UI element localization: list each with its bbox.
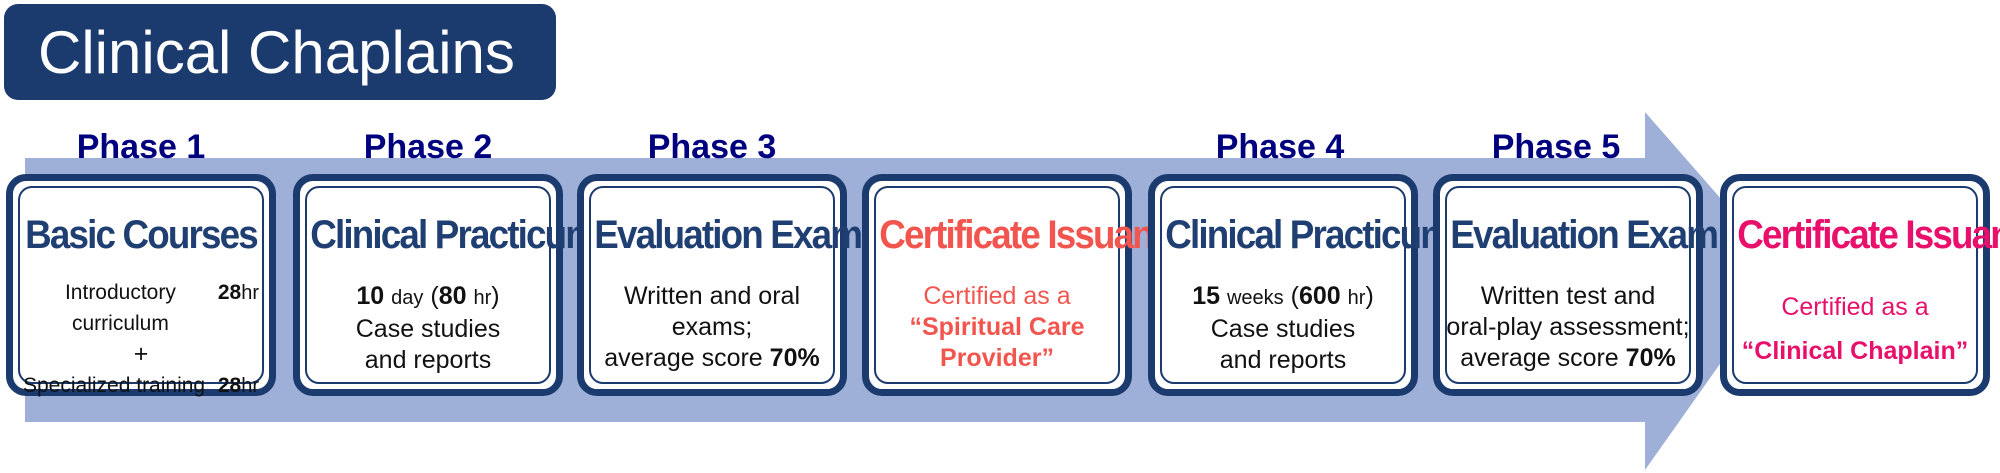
card-evaluation-exam-1: Evaluation Exam I Written and oral exams… (577, 174, 880, 396)
body-line-2: Case studies (355, 315, 501, 343)
score-line: average score 70% (584, 343, 840, 374)
card-title: Certificate Issuance (1737, 213, 2000, 257)
phase-label-4: Phase 4 (1215, 128, 1345, 166)
body-line-3: and reports (364, 346, 492, 374)
course-label: Specialized training (23, 374, 206, 397)
card-inner-border (305, 186, 551, 384)
score-label: average score (604, 344, 763, 372)
duration-hours: 600 (1298, 282, 1341, 310)
hours-unit: hr (241, 375, 259, 397)
phase-label-2: Phase 2 (363, 128, 493, 166)
hours-unit: hr (1347, 287, 1366, 309)
card-inner-border (1160, 186, 1406, 384)
body-line-3: and reports (1219, 346, 1347, 374)
certificate-name: “Clinical Chaplain” (1741, 337, 1969, 365)
score-line: average score 70% (1440, 343, 1696, 374)
card-evaluation-exam-2: Evaluation Exam II Written test and oral… (1433, 174, 1744, 396)
score-value: 70% (769, 344, 820, 372)
page-title: Clinical Chaplains (38, 19, 515, 86)
card-inner-border (874, 186, 1120, 384)
course-label: Introductory curriculum (64, 281, 176, 335)
body-line-2: oral-play assessment; (1446, 313, 1690, 341)
paren-open: ( (1290, 282, 1299, 310)
card-title: Evaluation Exam I (594, 213, 880, 257)
hours-number: 28 (217, 374, 242, 397)
course-row-intro: Introductory curriculum 28hr (13, 277, 269, 339)
card-certificate-clinical-chaplain: Certificate Issuance Certified as a “Cli… (1720, 174, 2000, 396)
paren-close: ) (491, 282, 500, 310)
card-body: 15 weeks (600 hr) Case studies and repor… (1155, 281, 1411, 376)
card-basic-courses: Basic Courses Introductory curriculum 28… (6, 174, 276, 397)
card-inner-border (589, 186, 835, 384)
card-body: Certified as a “Spiritual Care Provider” (869, 281, 1125, 374)
card-certificate-spiritual-care: Certificate Issuance Certified as a “Spi… (862, 174, 1192, 396)
body-line-1: Written test and (1480, 282, 1656, 310)
title-banner: Clinical Chaplains (4, 4, 556, 100)
duration-weeks: 15 (1192, 282, 1221, 310)
card-title: Basic Courses (25, 213, 259, 257)
card-body: 10 day (80 hr) Case studies and reports (300, 281, 556, 376)
body-line-1: Certified as a (923, 282, 1071, 310)
card-title: Certificate Issuance (879, 213, 1192, 257)
card-inner-border (1732, 186, 1978, 384)
paren-open: ( (430, 282, 439, 310)
duration-days: 10 (356, 282, 385, 310)
card-clinical-practicum-1: Clinical Practicum I 10 day (80 hr) Case… (293, 174, 615, 396)
hours-unit: hr (473, 287, 492, 309)
card-body: Written test and oral-play assessment; a… (1440, 281, 1696, 374)
card-body: Written and oral exams; average score 70… (584, 281, 840, 374)
body-line-2: Case studies (1210, 315, 1356, 343)
paren-close: ) (1365, 282, 1374, 310)
phase-label-1: Phase 1 (76, 128, 206, 166)
body-line-1: Certified as a (1781, 293, 1929, 321)
score-value: 70% (1625, 344, 1676, 372)
duration-line: 15 weeks (600 hr) (1155, 281, 1411, 314)
card-inner-border (18, 186, 264, 384)
hours-unit: hr (241, 282, 259, 304)
card-title: Clinical Practicum I (310, 213, 615, 257)
hours-number: 28 (217, 281, 242, 304)
body-line-2: exams; (671, 313, 753, 341)
certificate-name-line-2: Provider” (940, 344, 1054, 372)
plus-sign: + (133, 340, 149, 368)
course-row-specialized: Specialized training 28hr (13, 370, 269, 402)
card-inner-border (1445, 186, 1691, 384)
card-title: Evaluation Exam II (1450, 213, 1744, 257)
card-clinical-practicum-2: Clinical Practicum II 15 weeks (600 hr) … (1148, 174, 1478, 396)
duration-unit: weeks (1226, 287, 1284, 309)
phase-label-3: Phase 3 (647, 128, 777, 166)
duration-line: 10 day (80 hr) (300, 281, 556, 314)
duration-hours: 80 (438, 282, 467, 310)
score-label: average score (1460, 344, 1619, 372)
phase-label-5: Phase 5 (1491, 128, 1621, 166)
course-hours: 28hr (218, 277, 259, 339)
card-body: Certified as a “Clinical Chaplain” (1727, 285, 1983, 373)
card-body: Introductory curriculum 28hr + Specializ… (13, 277, 269, 402)
card-title: Clinical Practicum II (1165, 213, 1478, 257)
duration-unit: day (391, 287, 424, 309)
body-line-1: Written and oral (623, 282, 800, 310)
course-hours: 28hr (218, 370, 259, 402)
certificate-name-line-1: “Spiritual Care (909, 313, 1085, 341)
